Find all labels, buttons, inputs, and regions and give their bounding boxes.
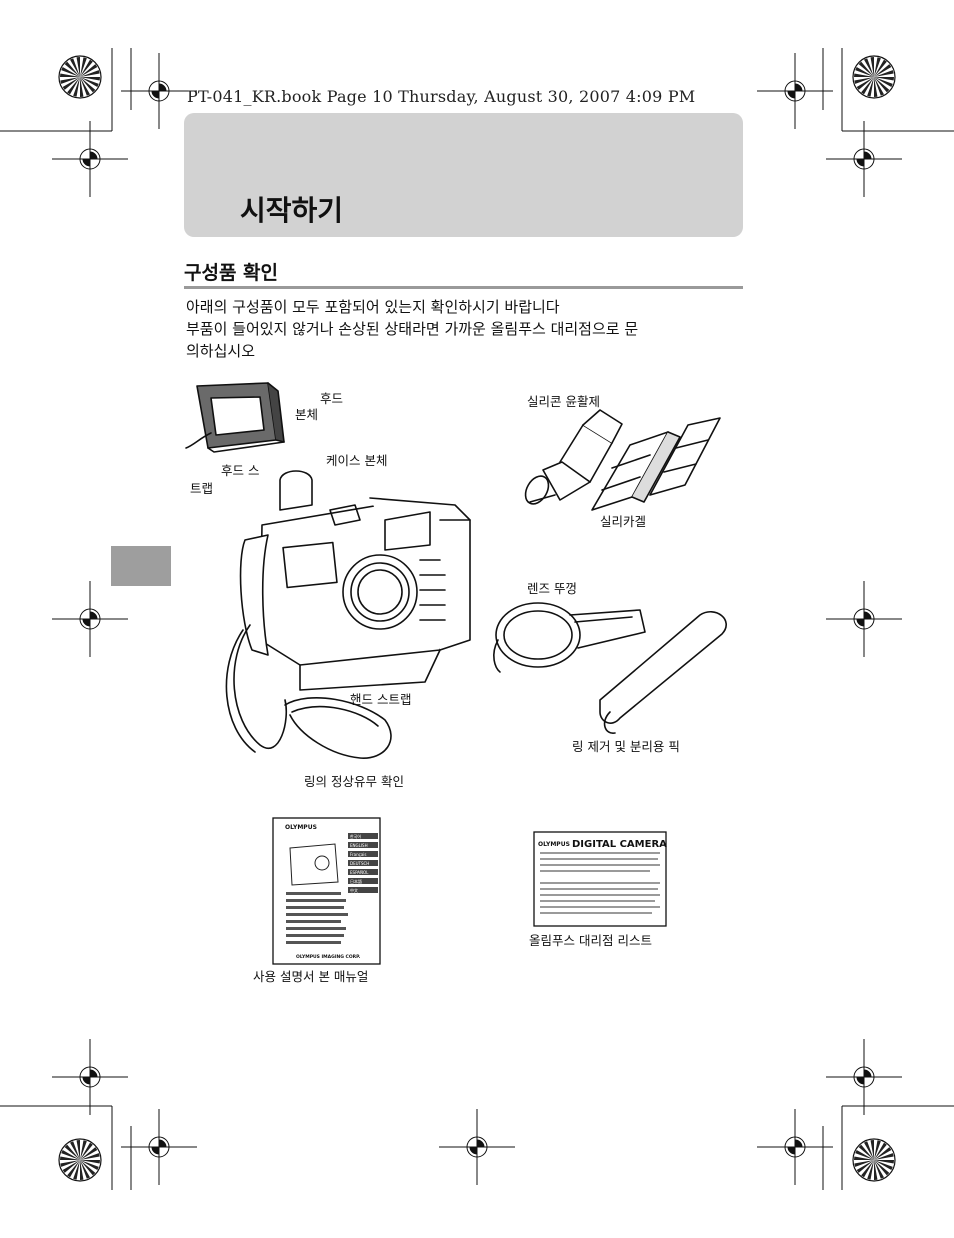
chapter-banner: 시작하기 (184, 113, 743, 237)
hood-strap-label-line1: 후드 스 (221, 463, 260, 478)
lens-cap-label: 렌즈 뚜껑 (527, 581, 577, 596)
hood-body-label-line1: 후드 (320, 391, 344, 406)
registration-starburst (852, 55, 896, 99)
registration-crosshair (826, 121, 902, 197)
manual-language-tab: 한국어 (350, 833, 361, 839)
dealer-title: DIGITAL CAMERA (572, 839, 667, 850)
section-title: 구성품 확인 (184, 262, 279, 284)
dealer-brand: OLYMPUS (538, 841, 570, 848)
silicone-grease-illustration (524, 409, 623, 505)
ring-tool-label: 링 제거 및 분리용 픽 (572, 739, 680, 754)
registration-crosshair (121, 1109, 197, 1185)
chapter-side-tab (111, 546, 171, 586)
intro-line: 부품이 들어있지 않거나 손상된 상태라면 가까운 올림푸스 대리점으로 문 (186, 320, 639, 338)
hood-illustration (185, 382, 285, 453)
registration-starburst (852, 1138, 896, 1182)
section-rule (184, 286, 743, 289)
registration-crosshair (439, 1109, 515, 1185)
registration-crosshair (121, 53, 197, 129)
registration-crosshair (826, 1039, 902, 1115)
silicone-grease-label: 실리콘 윤활제 (527, 394, 600, 409)
registration-starburst (58, 55, 102, 99)
silica-gel-label: 실리카겔 (600, 514, 647, 529)
registration-crosshair (52, 581, 128, 657)
manual-footer: OLYMPUS IMAGING CORP. (296, 954, 361, 960)
book-header-line: PT-041_KR.book Page 10 Thursday, August … (187, 87, 696, 106)
ring-check-label: 링의 정상유무 확인 (304, 774, 404, 789)
registration-crosshair (757, 1109, 833, 1185)
hood-strap-label-line2: 트랩 (190, 481, 214, 496)
hood-body-label-line2: 본체 (295, 407, 319, 422)
hand-strap-label: 핸드 스트랩 (350, 692, 412, 707)
manual-language-tab: ENGLISH (350, 843, 368, 848)
registration-starburst (58, 1138, 102, 1182)
manual-brand: OLYMPUS (285, 824, 317, 831)
registration-crosshair (826, 581, 902, 657)
intro-line: 아래의 구성품이 모두 포함되어 있는지 확인하시기 바랍니다 (186, 298, 560, 316)
ring-removal-pick-illustration (599, 610, 727, 734)
manual-label: 사용 설명서 본 매뉴얼 (253, 969, 369, 984)
lens-cap-illustration (493, 602, 646, 673)
manual-language-tab: ESPAÑOL (350, 870, 369, 875)
intro-line: 의하십시오 (186, 342, 256, 360)
manual-language-tab: Français (350, 852, 367, 857)
hand-strap-illustration (225, 624, 392, 759)
chapter-title: 시작하기 (240, 194, 344, 227)
registration-crosshair (757, 53, 833, 129)
dealer-list-label: 올림푸스 대리점 리스트 (529, 933, 652, 948)
manual-language-tab: DEUTSCH (350, 861, 369, 866)
underwater-case-illustration (239, 470, 471, 691)
dealer-list-illustration (533, 831, 667, 927)
case-body-label: 케이스 본체 (326, 453, 388, 468)
registration-crosshair (52, 1039, 128, 1115)
silica-gel-illustration (591, 417, 721, 511)
registration-crosshair (52, 121, 128, 197)
intro-paragraph: 아래의 구성품이 모두 포함되어 있는지 확인하시기 바랍니다 부품이 들어있지… (186, 296, 748, 362)
manual-language-tab: 日本語 (350, 878, 362, 884)
instruction-manual-illustration (272, 817, 381, 965)
manual-language-tab: 中文 (350, 887, 358, 893)
